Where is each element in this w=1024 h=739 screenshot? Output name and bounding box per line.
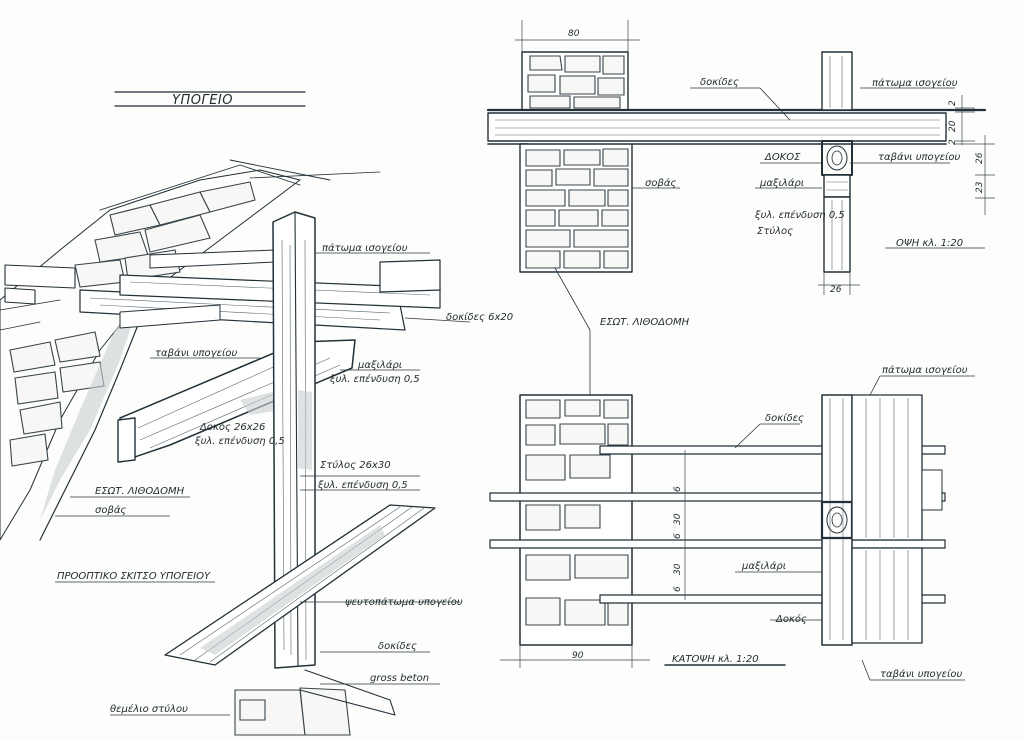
perspective-floor-boards: [164, 504, 436, 666]
elev-label-joists: δοκίδες: [700, 76, 739, 88]
persp-label-joists: δοκίδες 6x20: [446, 311, 513, 323]
elevation-drawing: [486, 20, 995, 295]
persp-label-masonry: ΕΣΩΤ. ΛΙΘΟΔΟΜΗ: [95, 486, 185, 497]
perspective-joists: [4, 249, 441, 331]
persp-label-column: Στύλος 26x30: [320, 459, 391, 471]
elevation-lower-stones: [525, 148, 629, 269]
plan-drawing: [489, 375, 975, 681]
elev-dim-r3: 2: [948, 139, 958, 145]
elev-dim-r1: 2: [948, 100, 958, 106]
persp-label-beam: Δοκός 26x26: [199, 421, 265, 433]
plan-dim-wall: 90: [572, 651, 584, 661]
persp-label-gross-beton: gross beton: [370, 673, 429, 684]
plan-dim-gap1: 30: [673, 513, 683, 525]
elevation-upper-stones: [527, 55, 625, 109]
persp-label-ground-floor: ψευτοπάτωμα υπογείου: [345, 596, 463, 608]
elev-dim-r4: 26: [975, 152, 985, 164]
elev-dim-r5: 23: [975, 181, 985, 193]
plan-wall-stones: [525, 399, 629, 626]
plan-label-beam: Δοκός: [775, 613, 807, 625]
persp-label-floor-above: πάτωμα ισογείου: [322, 242, 408, 254]
elev-label-column: Στύλος: [757, 225, 793, 237]
persp-title: ΠΡΟΟΠΤΙΚΟ ΣΚΙΤΣΟ ΥΠΟΓΕΙΟΥ: [57, 571, 211, 582]
persp-label-ceiling: ταβάνι υπογείου: [155, 347, 237, 359]
elev-label-ceiling: ταβάνι υπογείου: [878, 151, 960, 163]
plan-dim-gap2: 30: [673, 563, 683, 575]
main-title-block: ΥΠΟΓΕΙΟ: [114, 91, 306, 108]
elev-label-finish: ξυλ. επένδυση 0,5: [754, 209, 845, 221]
persp-label-plaster: σοβάς: [95, 504, 126, 516]
plan-dim-j2: 6: [673, 533, 683, 539]
plan-title: ΚΑΤΟΨΗ κλ. 1:20: [672, 654, 759, 665]
persp-label-maxilari-finish: ξυλ. επένδυση 0,5: [329, 373, 420, 385]
persp-label-column-finish: ξυλ. επένδυση 0,5: [317, 479, 408, 491]
elev-dim-wall: 80: [568, 29, 580, 39]
elev-label-maxilari: μαξιλάρι: [759, 177, 804, 189]
elev-title: ΟΨΗ κλ. 1:20: [896, 238, 963, 249]
persp-label-beam-finish: ξυλ. επένδυση 0,5: [194, 435, 285, 447]
plan-dim-j3: 6: [673, 586, 683, 592]
plan-label-maxilari: μαξιλάρι: [741, 560, 786, 572]
persp-label-foundation: θεμέλιο στύλου: [110, 703, 188, 715]
plan-label-floor-above: πάτωμα ισογείου: [882, 364, 968, 376]
persp-label-joists-lower: δοκίδες: [378, 640, 417, 652]
plan-label-ceiling: ταβάνι υπογείου: [880, 668, 962, 680]
elev-label-floor-above: πάτωμα ισογείου: [872, 77, 958, 89]
elev-dim-r2: 20: [948, 120, 958, 132]
elev-label-masonry: ΕΣΩΤ. ΛΙΘΟΔΟΜΗ: [600, 317, 690, 328]
persp-label-maxilari: μαξιλάρι: [357, 359, 402, 371]
elev-dim-col: 26: [830, 285, 842, 295]
perspective-foundation: [234, 669, 396, 736]
elev-label-plaster: σοβάς: [645, 177, 676, 189]
main-title: ΥΠΟΓΕΙΟ: [172, 93, 233, 108]
perspective-stone-wall: [0, 169, 301, 541]
plan-dim-j1: 6: [673, 486, 683, 492]
elev-label-beam: ΔΟΚΟΣ: [764, 152, 801, 163]
plan-label-joists: δοκίδες: [765, 412, 804, 424]
perspective-sketch: [0, 159, 471, 736]
